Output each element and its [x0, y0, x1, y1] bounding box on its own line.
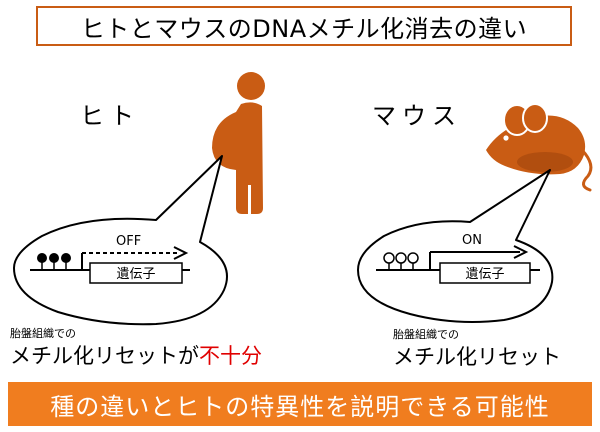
mouse-dna	[376, 245, 540, 284]
human-caption-main: メチル化リセットが	[10, 344, 199, 368]
human-label: ヒト	[80, 102, 140, 130]
mouse-icon	[486, 103, 593, 192]
conclusion-bar: 種の違いとヒトの特異性を説明できる可能性	[8, 382, 592, 426]
mouse-gene-label: 遺伝子	[465, 267, 504, 282]
conclusion-text: 種の違いとヒトの特異性を説明できる可能性	[50, 392, 550, 421]
page-title: ヒトとマウスのDNAメチル化消去の違い	[80, 14, 528, 43]
mouse-caption-main: メチル化リセット	[393, 345, 561, 369]
human-caption-highlight: 不十分	[199, 344, 262, 368]
human-caption-small: 胎盤組織での	[10, 327, 76, 340]
human-arrow-label: OFF	[116, 234, 141, 249]
mouse-arrow-label: ON	[462, 233, 482, 248]
human-caption: メチル化リセットが不十分	[10, 340, 262, 370]
title-box: ヒトとマウスのDNAメチル化消去の違い	[36, 6, 572, 46]
mouse-caption-small: 胎盤組織での	[393, 328, 459, 341]
unmethylated-cpg-icon	[383, 252, 419, 270]
mouse-label: マウス	[372, 102, 462, 130]
mouse-callout-bubble	[357, 169, 554, 323]
pregnant-woman-icon	[212, 72, 265, 214]
methylated-cpg-icon	[37, 253, 71, 270]
human-dna	[30, 246, 190, 284]
human-gene-label: 遺伝子	[116, 267, 155, 282]
